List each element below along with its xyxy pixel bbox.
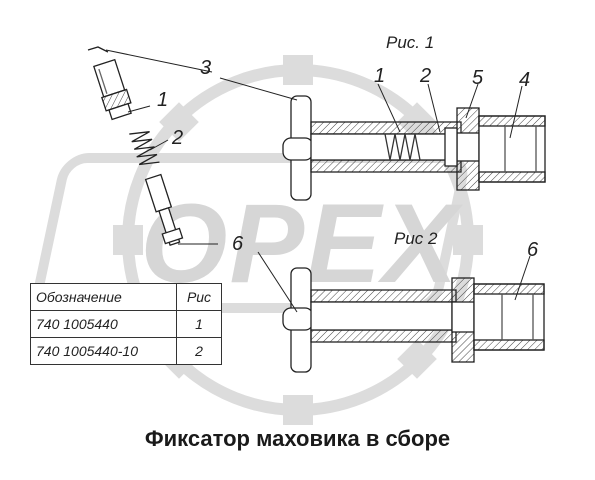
- cell-figure: 2: [176, 337, 222, 365]
- specification-table: Обозначение Рис 740 1005440 1 740 100544…: [30, 283, 222, 365]
- callout-3: 3: [200, 57, 212, 79]
- assembly-fig2: [282, 267, 545, 373]
- page-title: Фиксатор маховика в сборе: [144, 426, 451, 451]
- table-row: 740 1005440-10 2: [30, 337, 222, 365]
- leader-lines: [105, 49, 531, 313]
- callout-5: 5: [472, 67, 484, 89]
- cell-designation: 740 1005440: [30, 310, 177, 338]
- header-figure: Рис: [176, 283, 222, 311]
- callout-left-1: 1: [157, 89, 169, 111]
- callout-2: 2: [420, 65, 432, 87]
- exploded-parts: [87, 46, 184, 246]
- callout-4: 4: [519, 69, 531, 91]
- assembly-fig1: [282, 95, 546, 201]
- table-row: 740 1005440 1: [30, 310, 222, 338]
- callout-1: 1: [374, 65, 386, 87]
- cell-designation: 740 1005440-10: [30, 337, 177, 365]
- header-designation: Обозначение: [30, 283, 177, 311]
- callout-left-2: 2: [172, 127, 184, 149]
- table-header-row: Обозначение Рис: [30, 283, 222, 311]
- callout-fig2-6: 6: [527, 239, 539, 261]
- callout-left-6: 6: [232, 233, 244, 255]
- figure-1-label: Рис. 1: [386, 33, 435, 52]
- cell-figure: 1: [176, 310, 222, 338]
- figure-2-label: Рис 2: [394, 229, 438, 248]
